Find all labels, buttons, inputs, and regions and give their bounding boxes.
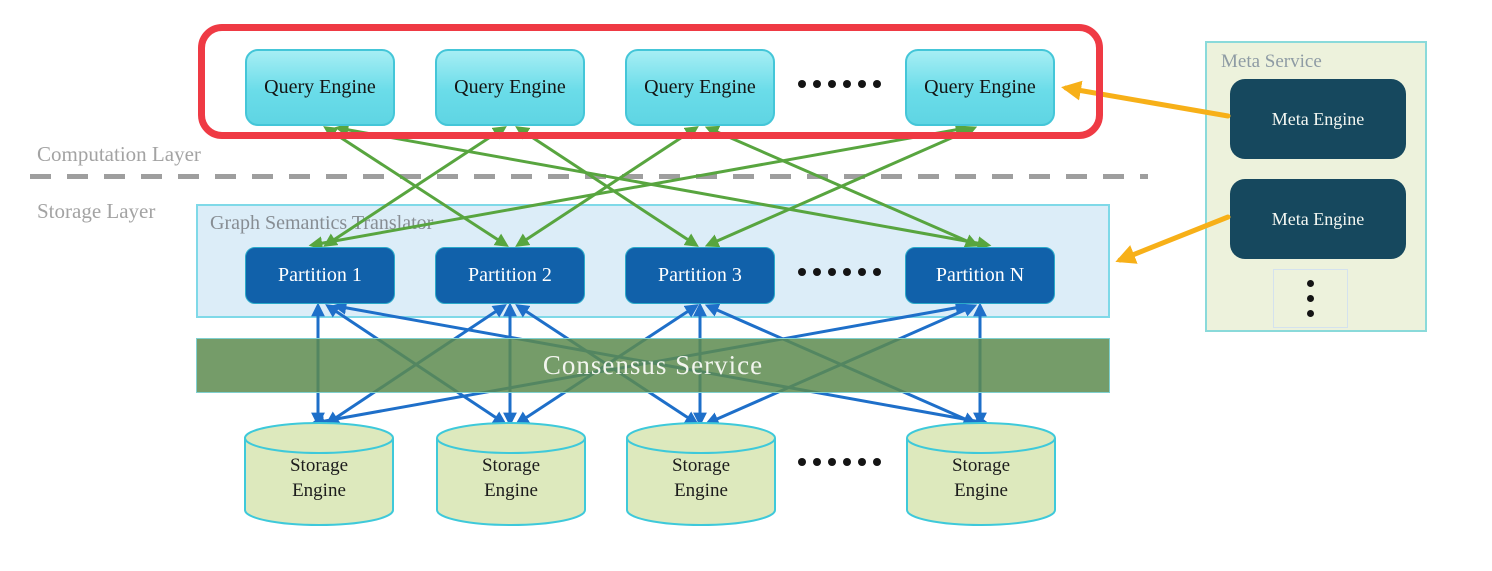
query-engine-node: Query Engine <box>245 49 395 126</box>
partition-node: Partition N <box>905 247 1055 304</box>
cylinder-shape <box>906 422 1056 526</box>
storage-engine-cylinder: Storage Engine <box>435 420 587 528</box>
storage-engine-label: Storage Engine <box>951 455 1011 501</box>
translator-title: Graph Semantics Translator <box>210 212 434 234</box>
meta-ellipsis-box <box>1273 269 1348 328</box>
ellipsis-dots-partition-row <box>798 268 881 276</box>
layer-divider-dashed-line <box>30 174 1148 179</box>
meta-engine-node: Meta Engine <box>1230 79 1406 159</box>
storage-engine-label: Storage Engine <box>289 455 349 501</box>
storage-engine-cylinder: Storage Engine <box>243 420 395 528</box>
consensus-service-bar: Consensus Service <box>196 338 1110 393</box>
storage-engine-label: Storage Engine <box>481 455 541 501</box>
computation-layer-label: Computation Layer <box>37 142 201 166</box>
query-engine-node: Query Engine <box>625 49 775 126</box>
cylinder-shape <box>244 422 394 526</box>
ellipsis-dots-storage-row <box>798 458 881 466</box>
storage-engine-label: Storage Engine <box>671 455 731 501</box>
cylinder-shape <box>436 422 586 526</box>
storage-layer-label: Storage Layer <box>37 199 156 223</box>
meta-service-panel: Meta Service Meta Engine Meta Engine <box>1205 41 1427 332</box>
ellipsis-dots-query-row <box>798 80 881 88</box>
query-engine-node: Query Engine <box>435 49 585 126</box>
partition-node: Partition 3 <box>625 247 775 304</box>
meta-service-title: Meta Service <box>1221 51 1322 72</box>
partition-node: Partition 1 <box>245 247 395 304</box>
partition-node: Partition 2 <box>435 247 585 304</box>
cylinder-shape <box>626 422 776 526</box>
storage-engine-cylinder: Storage Engine <box>905 420 1057 528</box>
consensus-service-label: Consensus Service <box>542 350 764 380</box>
query-engine-node: Query Engine <box>905 49 1055 126</box>
meta-engine-node: Meta Engine <box>1230 179 1406 259</box>
storage-engine-cylinder: Storage Engine <box>625 420 777 528</box>
